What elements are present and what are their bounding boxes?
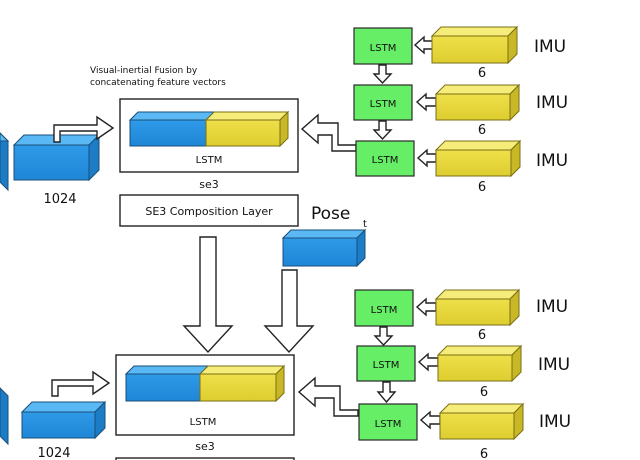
pose-down-arrow — [263, 269, 315, 354]
imu-vectors-bottom — [434, 288, 525, 441]
imu-dim-label: 6 — [478, 66, 486, 81]
imu-vector — [434, 288, 521, 327]
se3-composition-layer — [119, 194, 299, 227]
imu-lstm-box — [355, 140, 415, 177]
imu-lstm-label: LSTM — [371, 305, 398, 316]
composition-down-arrow — [182, 236, 234, 354]
cnn-feature-block-bottom — [0, 387, 9, 446]
imu-dim-label: 6 — [478, 328, 486, 343]
imu-label: IMU — [536, 151, 568, 171]
arrow-to-fusion-top — [53, 115, 115, 143]
imu-label: IMU — [534, 37, 566, 57]
imu-left-arrow — [417, 352, 439, 372]
fusion-caption-line1: Visual-inertial Fusion by — [90, 66, 198, 76]
imu-vector — [438, 402, 525, 441]
lstm-down-arrow — [372, 120, 393, 141]
imu-lstm-box — [356, 345, 416, 382]
imu-lstm-chain-top: LSTM LSTM LSTM — [353, 27, 437, 177]
se3-label-bottom: se3 — [195, 440, 215, 453]
imu-left-arrow — [416, 148, 437, 168]
imu-lstm-label: LSTM — [370, 43, 397, 54]
se3-composition-label: SE3 Composition Layer — [145, 205, 273, 218]
imu-vector — [434, 83, 521, 122]
imu-vector — [434, 139, 522, 178]
imu-lstm-label: LSTM — [375, 419, 402, 430]
arrow-imu-to-fusion-top — [300, 113, 357, 152]
feature-dim-label-top: 1024 — [43, 192, 76, 207]
imu-dim-label: 6 — [478, 180, 486, 195]
arrow-imu-to-fusion-bottom — [297, 376, 359, 417]
imu-left-arrow — [413, 35, 435, 55]
imu-vector — [436, 344, 523, 383]
feature-dim-label-bottom: 1024 — [37, 446, 70, 460]
imu-vectors-top — [430, 25, 522, 178]
imu-dim-label: 6 — [480, 447, 488, 460]
imu-lstm-label: LSTM — [372, 155, 399, 166]
imu-dim-label: 6 — [480, 385, 488, 400]
imu-label: IMU — [536, 93, 568, 113]
imu-lstm-box — [354, 289, 414, 327]
se3-label-top: se3 — [199, 178, 219, 191]
pose-vector — [281, 228, 367, 268]
pose-subscript: t — [363, 219, 367, 230]
imu-label: IMU — [536, 297, 568, 317]
imu-label: IMU — [538, 355, 570, 375]
feature-vector-bottom — [20, 400, 107, 440]
imu-dim-label: 6 — [478, 123, 486, 138]
imu-label: IMU — [539, 412, 571, 432]
pose-label: Pose — [311, 204, 350, 224]
imu-lstm-label: LSTM — [370, 99, 397, 110]
imu-lstm-box — [358, 403, 418, 441]
imu-lstm-box — [353, 27, 413, 65]
se3-composition-layer-bottom-edge — [115, 457, 295, 460]
concat-vector-bottom — [124, 364, 286, 403]
imu-left-arrow — [415, 297, 437, 317]
fusion-lstm-label-top: LSTM — [196, 155, 223, 166]
imu-lstm-chain-bottom: LSTM LSTM LSTM — [354, 289, 441, 441]
arrow-to-fusion-bottom — [51, 370, 111, 397]
imu-lstm-label: LSTM — [373, 360, 400, 371]
fusion-caption-line2: concatenating feature vectors — [90, 78, 226, 88]
fusion-lstm-label-bottom: LSTM — [190, 417, 217, 428]
imu-vector — [430, 25, 519, 65]
lstm-down-arrow — [376, 381, 397, 404]
concat-vector-top — [128, 110, 290, 148]
feature-vector-top — [12, 133, 101, 182]
cnn-feature-block-top — [0, 132, 10, 192]
lstm-down-arrow — [372, 64, 393, 85]
imu-left-arrow — [415, 92, 437, 112]
imu-lstm-box — [353, 84, 413, 121]
lstm-down-arrow — [373, 326, 394, 347]
imu-left-arrow — [419, 410, 441, 430]
